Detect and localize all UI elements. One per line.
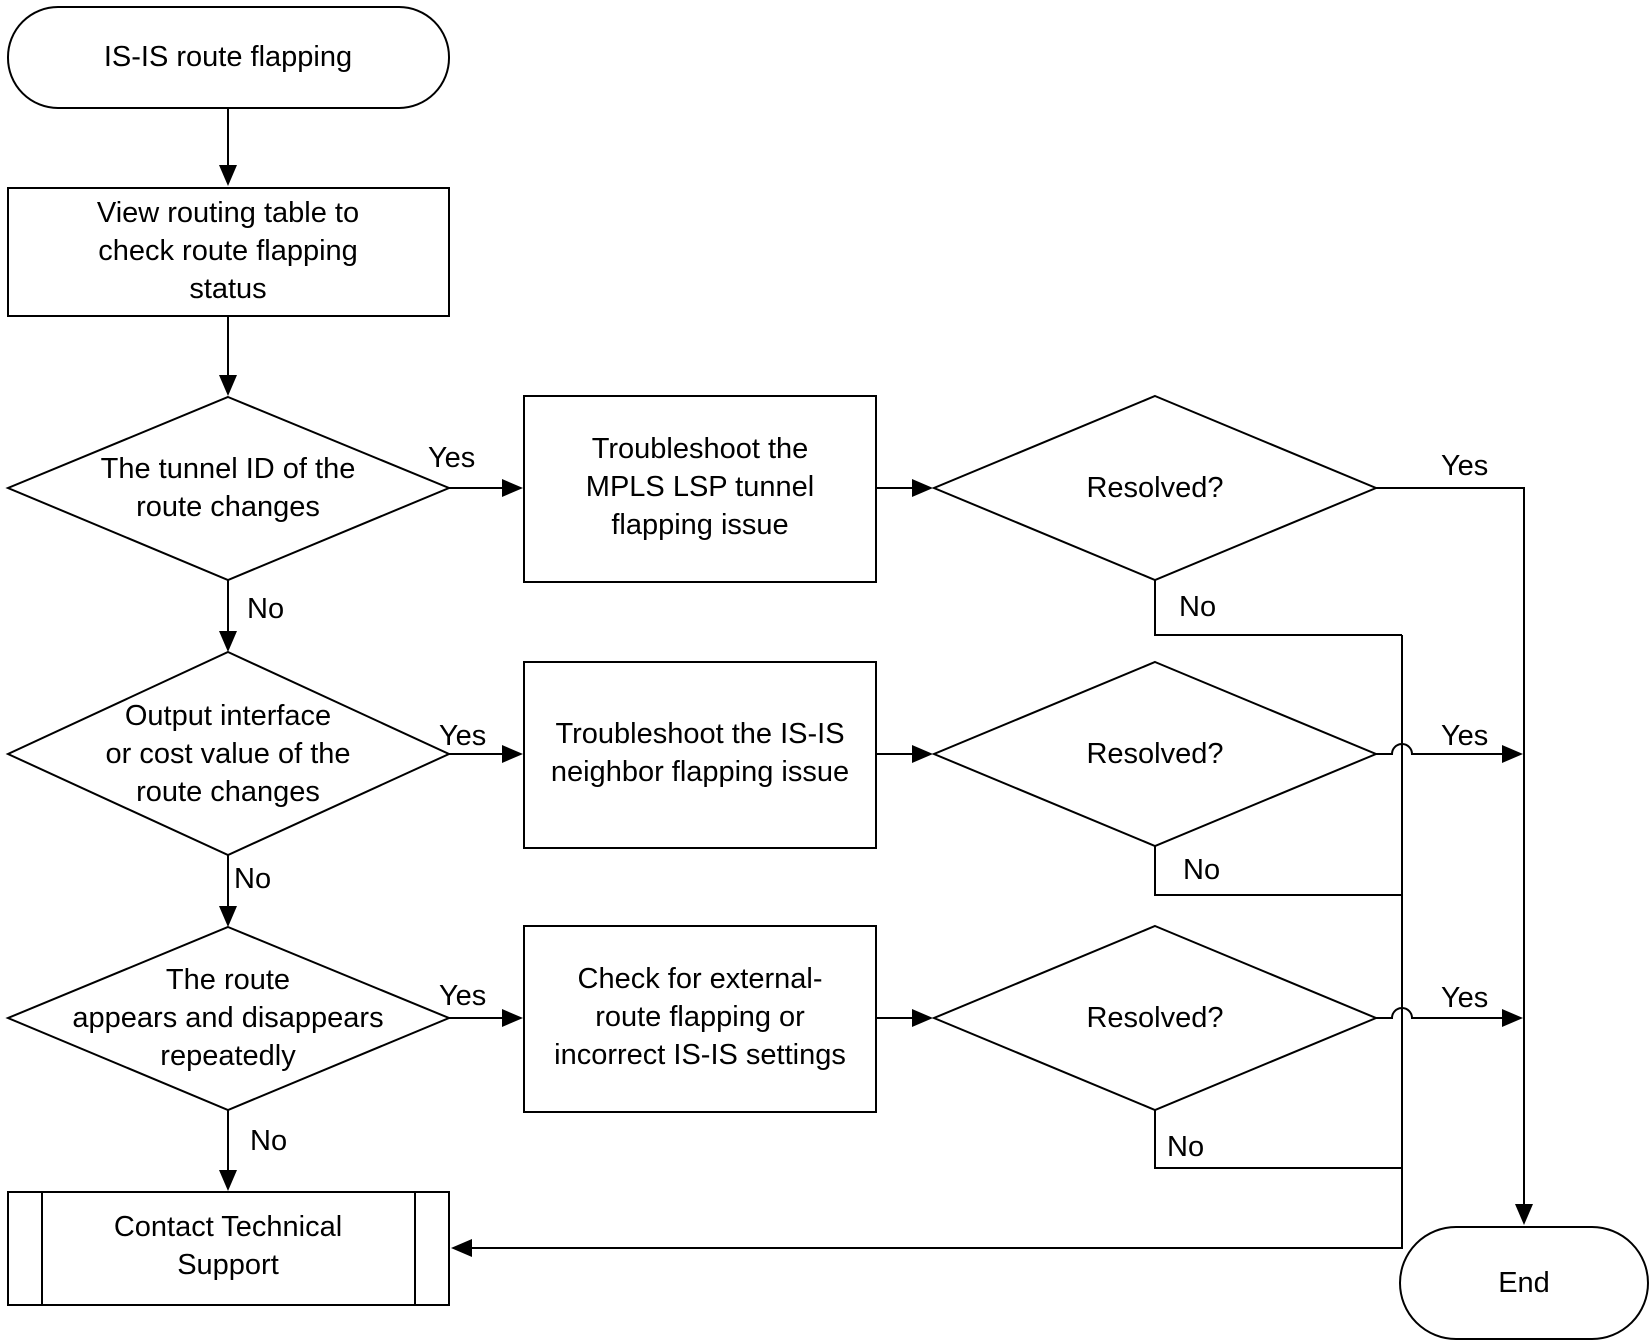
output-no-label: No	[234, 863, 271, 895]
route-no-label: No	[250, 1125, 287, 1157]
connectors	[219, 109, 1533, 1257]
arrowhead	[1515, 1204, 1533, 1225]
route-decision	[5, 925, 452, 1112]
route-label-1: The route	[166, 964, 290, 996]
neighbor-process	[523, 661, 877, 849]
external-label-2: route flapping or	[595, 1001, 805, 1033]
arrowhead	[219, 165, 237, 186]
view-table-label-3: status	[189, 273, 266, 305]
start-label: IS-IS route flapping	[104, 41, 352, 73]
arrowhead	[502, 479, 523, 497]
res3-label: Resolved?	[1086, 1002, 1223, 1034]
res2-no-label: No	[1183, 854, 1220, 886]
edge-res3-no	[1154, 1110, 1402, 1169]
res2-decision	[931, 660, 1379, 848]
end-terminator	[1399, 1226, 1649, 1340]
res3-decision	[931, 924, 1379, 1112]
external-label-1: Check for external-	[578, 963, 823, 995]
arrowhead	[219, 631, 237, 652]
tunnel-decision	[5, 395, 452, 582]
view-table-label-1: View routing table to	[97, 197, 359, 229]
arrowhead	[219, 375, 237, 396]
edge-labels: Yes No Yes No Yes No Yes No Yes No Yes N…	[234, 442, 1488, 1163]
view-table-process	[7, 187, 450, 317]
view-table-label-2: check route flapping	[98, 235, 358, 267]
output-label-1: Output interface	[125, 700, 331, 732]
output-label-3: route changes	[136, 776, 320, 808]
route-label-3: repeatedly	[160, 1040, 296, 1072]
arrowhead	[502, 745, 523, 763]
mpls-label-1: Troubleshoot the	[592, 433, 809, 465]
res1-label: Resolved?	[1086, 472, 1223, 504]
edge-res1-yes	[1376, 487, 1525, 1204]
arrowhead	[1502, 745, 1523, 763]
res1-no-label: No	[1179, 591, 1216, 623]
tunnel-no-label: No	[247, 593, 284, 625]
arrowhead	[912, 479, 933, 497]
mpls-label-2: MPLS LSP tunnel	[586, 471, 814, 503]
arrowhead	[912, 745, 933, 763]
mpls-process	[523, 395, 877, 583]
neighbor-label-1: Troubleshoot the IS-IS	[555, 718, 844, 750]
arrowhead	[451, 1239, 472, 1257]
output-label-2: or cost value of the	[105, 738, 350, 770]
res1-decision	[931, 394, 1379, 582]
output-decision	[5, 650, 452, 857]
arrowhead	[502, 1009, 523, 1027]
contact-label-1: Contact Technical	[114, 1211, 342, 1243]
contact-label-2: Support	[177, 1249, 279, 1281]
tunnel-label-2: route changes	[136, 491, 320, 523]
edge-res1-no	[1154, 580, 1402, 636]
route-yes-label: Yes	[439, 980, 486, 1012]
output-yes-label: Yes	[439, 720, 486, 752]
start-terminator	[7, 6, 450, 109]
route-label-2: appears and disappears	[72, 1002, 383, 1034]
end-label: End	[1498, 1267, 1550, 1299]
neighbor-label-2: neighbor flapping issue	[551, 756, 849, 788]
external-label-3: incorrect IS-IS settings	[554, 1039, 846, 1071]
arrowhead	[219, 906, 237, 927]
res1-yes-label: Yes	[1441, 450, 1488, 482]
arrowhead	[1502, 1009, 1523, 1027]
res2-label: Resolved?	[1086, 738, 1223, 770]
contact-predefined-process	[7, 1191, 450, 1306]
res2-yes-label: Yes	[1441, 720, 1488, 752]
shapes	[5, 6, 1649, 1340]
arrowhead	[219, 1170, 237, 1191]
arrowhead	[912, 1009, 933, 1027]
tunnel-yes-label: Yes	[428, 442, 475, 474]
node-labels: IS-IS route flapping View routing table …	[72, 41, 1549, 1299]
res3-yes-label: Yes	[1441, 982, 1488, 1014]
external-process	[523, 925, 877, 1113]
edge-no-bus	[472, 635, 1403, 1249]
res3-no-label: No	[1167, 1131, 1204, 1163]
edge-res2-no	[1154, 846, 1402, 896]
mpls-label-3: flapping issue	[611, 509, 788, 541]
tunnel-label-1: The tunnel ID of the	[101, 453, 356, 485]
